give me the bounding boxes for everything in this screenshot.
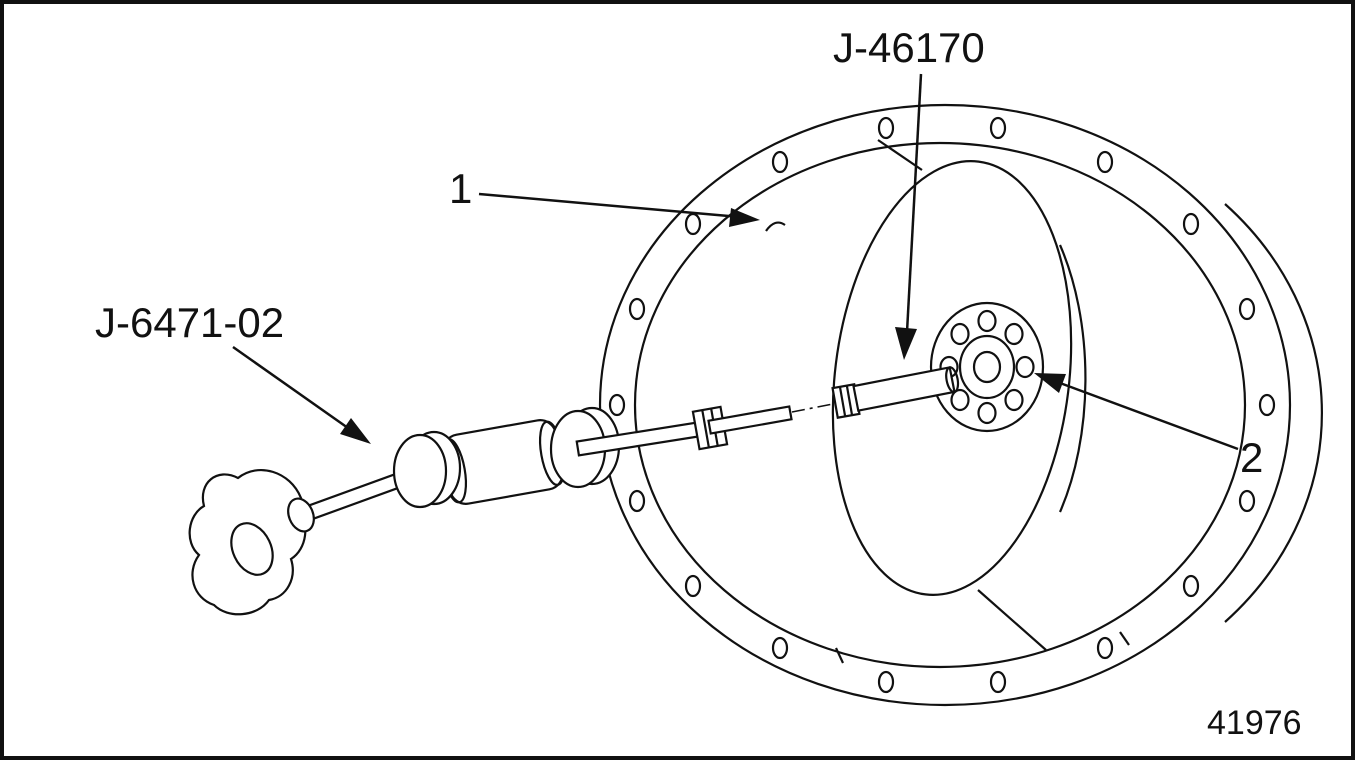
figure-number: 41976: [1207, 704, 1302, 742]
rim-bolt-hole: [771, 150, 789, 174]
adapter-hex-facet: [845, 385, 854, 416]
label-callout-2: 2: [1240, 434, 1263, 481]
slide-hammer: [188, 366, 960, 616]
callout-1-arrowhead: [729, 208, 760, 227]
hub-pilot-bore: [972, 350, 1002, 384]
flywheel-rim-inner: [633, 141, 1247, 669]
threaded-rod-body: [707, 405, 793, 435]
hub-inner-ring: [958, 334, 1016, 400]
slide-hammer-leader: [232, 345, 349, 430]
disc-rim-connector: [877, 139, 923, 171]
hub-flange-edge: [929, 301, 1045, 433]
rim-bolt-hole: [684, 574, 702, 598]
rim-bolt-hole: [1096, 150, 1114, 174]
hub-bolt-hole: [950, 388, 970, 412]
slide-hammer-arrowhead: [340, 418, 371, 444]
label-slide-hammer-tool: J-6471-02: [95, 299, 284, 346]
callout-2-leader: [1059, 381, 1239, 451]
rim-bolt-hole: [628, 297, 646, 321]
rim-bolt-hole: [608, 393, 626, 417]
label-callout-1: 1: [449, 165, 472, 212]
hub-flange: [929, 301, 1045, 433]
flywheel: [598, 103, 1323, 707]
hex-nut-facet: [701, 409, 710, 448]
flywheel-rim-back-edge: [1224, 203, 1323, 623]
rim-bolt-hole: [1258, 393, 1276, 417]
hub-bolt-hole: [1004, 322, 1024, 346]
adapter-hex-facet: [838, 386, 847, 417]
callouts: [232, 73, 1239, 451]
rim-bolt-hole: [628, 489, 646, 513]
centerline: [791, 402, 839, 413]
rim-bolt-hole: [989, 116, 1007, 140]
rim-bolt-hole: [1238, 297, 1256, 321]
hub-bolt-hole: [1004, 388, 1024, 412]
rim-bolt-hole: [1096, 636, 1114, 660]
adapter-body: [852, 366, 960, 412]
callout-1-leader: [478, 192, 741, 219]
adapter-arrowhead: [895, 327, 917, 360]
hub-bolt-hole: [950, 322, 970, 346]
adapter-body-cylinder: [852, 366, 956, 412]
flywheel-rim-outer: [598, 103, 1292, 707]
adapter-end-cap: [945, 366, 960, 394]
stop-washer-rear: [392, 433, 448, 509]
handle-collar: [287, 497, 315, 533]
rim-bolt-hole: [989, 670, 1007, 694]
rim-bolt-hole: [1238, 489, 1256, 513]
disc-rim-connector: [977, 589, 1047, 651]
adapter-leader: [905, 73, 923, 333]
handle-grip-hole: [230, 522, 274, 576]
hub-bolt-hole: [977, 401, 997, 425]
rim-bolt-hole: [1182, 574, 1200, 598]
rim-notch: [835, 647, 844, 664]
rim-tooth-mark: [765, 221, 786, 232]
label-adapter-tool: J-46170: [833, 24, 985, 71]
rim-bolt-hole: [1182, 212, 1200, 236]
callout-2-arrowhead: [1034, 373, 1066, 393]
rim-bolt-hole: [877, 116, 895, 140]
rim-bolt-hole: [771, 636, 789, 660]
rim-bolt-holes: [608, 116, 1276, 694]
rim-bolt-hole: [877, 670, 895, 694]
flexplate-disc: [831, 160, 1073, 596]
rim-notch: [1119, 631, 1130, 646]
hub-bolt-hole: [977, 309, 997, 333]
threaded-rod: [707, 405, 793, 435]
hub-bolt-hole: [1015, 355, 1035, 379]
flexplate-disc-edge: [1058, 244, 1087, 513]
